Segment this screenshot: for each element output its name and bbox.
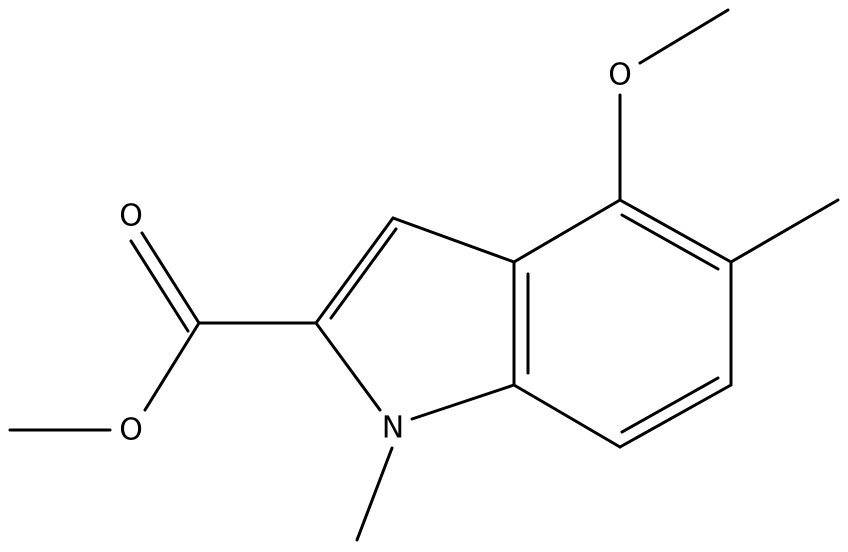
bond-c6-c7 xyxy=(618,383,733,449)
bond-c3a-c4 xyxy=(512,198,622,264)
bond-methoxy-o-to-methyl xyxy=(638,8,730,65)
bond-n1-methyl xyxy=(355,446,394,542)
bond-carbonyl-c-to-ester-o xyxy=(143,321,201,412)
methoxy-oxygen-label: O xyxy=(608,58,632,93)
bond-c4-c5-inner xyxy=(620,213,720,271)
bond-c5-methyl xyxy=(729,198,840,264)
bond-c2-c3 xyxy=(314,216,395,325)
ring-nitrogen-label: N xyxy=(382,411,404,446)
bond-c7a-n1 xyxy=(410,383,516,421)
bond-c3-c3a xyxy=(391,216,516,264)
bond-c4-c5 xyxy=(618,198,733,264)
carbonyl-oxygen-label: O xyxy=(119,199,143,234)
bond-carbonyl-double-b xyxy=(129,239,190,333)
bond-c2-c3-inner xyxy=(329,227,398,320)
bond-c7-c7a xyxy=(512,383,622,449)
bond-n1-c2 xyxy=(314,321,382,412)
bond-c6-c7-inner xyxy=(620,376,720,434)
ester-oxygen-label: O xyxy=(119,413,143,448)
bond-carbonyl-double-a xyxy=(140,231,201,325)
